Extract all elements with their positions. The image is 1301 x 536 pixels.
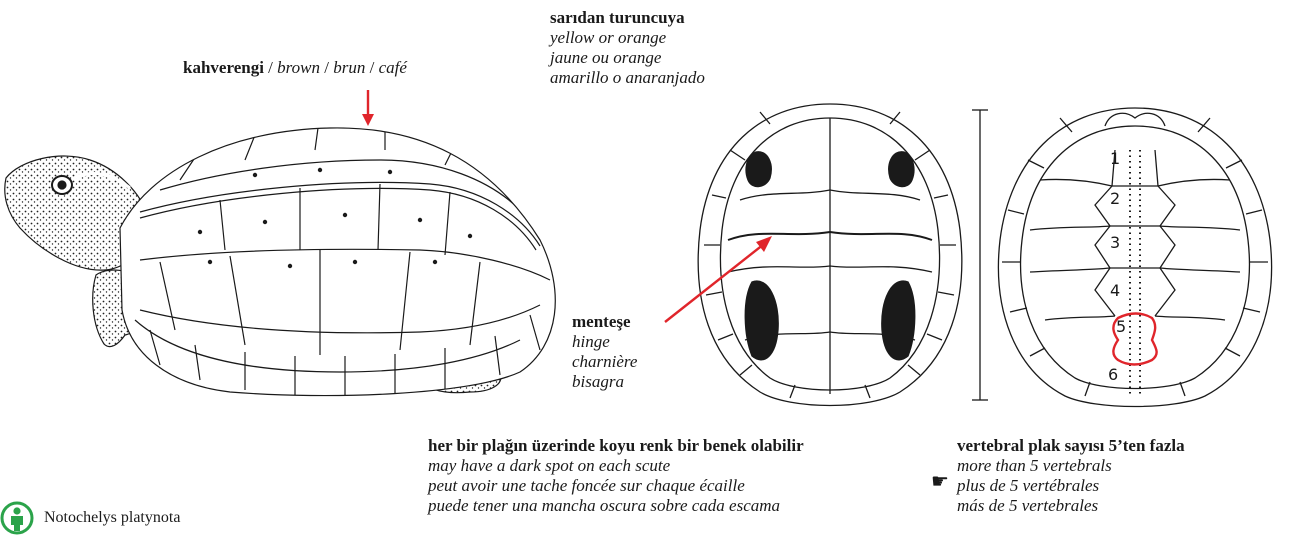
turtle-side-view <box>5 128 556 398</box>
spot-tr: her bir plağın üzerinde koyu renk bir be… <box>428 436 804 456</box>
spot-fr: peut avoir une tache foncée sur chaque é… <box>428 476 804 496</box>
vertebrals-es: más de 5 vertebrales <box>957 496 1185 516</box>
vertebrals-en: more than 5 vertebrals <box>957 456 1185 476</box>
plastron-color-en: yellow or orange <box>550 28 705 48</box>
vertebral-label-3: 3 <box>1110 233 1120 252</box>
plastron-color-es: amarillo o anaranjado <box>550 68 705 88</box>
carapace-diagram <box>998 108 1271 407</box>
hinge-es: bisagra <box>572 372 637 392</box>
species-name: Notochelys platynota <box>44 509 180 527</box>
vertebral-label-2: 2 <box>1110 189 1120 208</box>
spot-es: puede tener una mancha oscura sobre cada… <box>428 496 804 516</box>
vertebrals-fr: plus de 5 vertébrales <box>957 476 1185 496</box>
vertebral-label-1: 1 <box>1110 149 1120 168</box>
spot-label: her bir plağın üzerinde koyu renk bir be… <box>428 436 804 516</box>
hinge-fr: charnière <box>572 352 637 372</box>
vertebrals-tr: vertebral plak sayısı 5’ten fazla <box>957 436 1185 456</box>
plastron-color-tr: sarıdan turuncuya <box>550 8 705 28</box>
hinge-en: hinge <box>572 332 637 352</box>
person-circle-icon <box>0 501 34 535</box>
color-label-tr: kahverengi <box>183 58 264 77</box>
hinge-tr: menteşe <box>572 312 637 332</box>
vertebrals-label: vertebral plak sayısı 5’ten fazla more t… <box>957 436 1185 516</box>
vertebral-label-4: 4 <box>1110 281 1120 300</box>
color-label: kahverengi / brown / brun / café <box>183 58 407 78</box>
spot-en: may have a dark spot on each scute <box>428 456 804 476</box>
species-footer: Notochelys platynota <box>0 501 180 535</box>
turtle-shell <box>120 128 555 396</box>
vertebral-label-5: 5 <box>1116 317 1126 336</box>
hinge-label: menteşe hinge charnière bisagra <box>572 312 637 392</box>
plastron-color-fr: jaune ou orange <box>550 48 705 68</box>
color-label-fr: brun <box>333 58 365 77</box>
color-label-en: brown <box>277 58 320 77</box>
vertebral-label-6: 6 <box>1108 365 1118 384</box>
scale-bar <box>972 110 988 400</box>
color-label-es: café <box>379 58 407 77</box>
plastron-diagram <box>698 104 962 406</box>
plastron-color-label: sarıdan turuncuya yellow or orange jaune… <box>550 8 705 88</box>
pointing-hand-icon: ☛ <box>931 471 949 491</box>
